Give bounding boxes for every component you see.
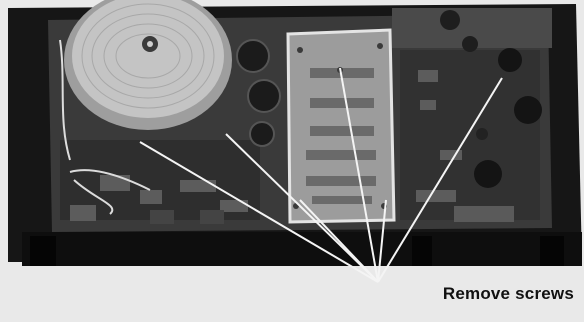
capacitor <box>236 39 270 73</box>
callout-lines <box>139 67 503 283</box>
callout-line <box>225 133 379 283</box>
transformer-bolt-center <box>147 41 153 47</box>
shield-plate-slots <box>306 68 376 204</box>
callout-line <box>299 199 379 283</box>
transformer-rings <box>81 3 215 109</box>
callout-line <box>139 141 379 283</box>
capacitor <box>249 121 275 147</box>
callout-line <box>377 77 503 283</box>
chassis-foot-right <box>540 236 564 266</box>
shield-screws <box>293 43 387 209</box>
callout-line <box>377 199 387 283</box>
capacitor <box>247 79 281 113</box>
components <box>70 10 542 221</box>
chassis-foot-left <box>30 236 56 266</box>
chassis-foot-mid <box>412 236 432 266</box>
wiring <box>59 39 151 215</box>
front-connectors <box>150 206 514 224</box>
transformer-winding <box>72 0 224 118</box>
callout-line <box>339 67 379 283</box>
callout-label: Remove screws <box>442 284 574 303</box>
